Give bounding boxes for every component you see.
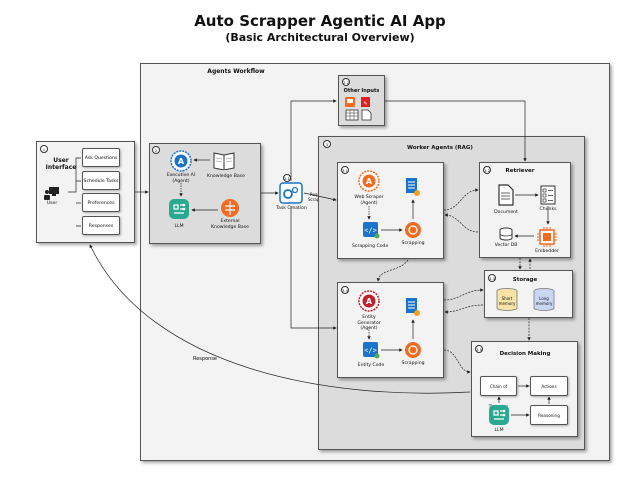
executive-ai-icon: A [170, 150, 192, 172]
other-inputs-label: Other Inputs [343, 88, 380, 94]
response-edge-label: Response [185, 356, 225, 362]
document-icon [498, 184, 514, 206]
storage-step-number: 3.3 [488, 274, 496, 282]
svg-text:A: A [366, 177, 373, 186]
retriever-label: Retriever [505, 168, 535, 174]
vector-db-label: Vector DB [494, 243, 518, 248]
long-memory-cylinder [533, 288, 555, 311]
short-memory-cylinder [496, 288, 518, 311]
task-creation-gear-icon [279, 182, 303, 204]
diagram-subtitle: (Basic Architectural Overview) [225, 31, 415, 44]
orchestrator-step-number: 2 [152, 146, 160, 154]
retriever-step-number: 3.2 [483, 166, 491, 174]
web-scraper-scrapping-icon [405, 222, 421, 238]
executive-ai-label: Executive AI (Agent) [166, 173, 196, 184]
task-creation-step-number: 2.1 [283, 174, 291, 182]
embedder-label: Embedder [535, 249, 559, 254]
long-memory-label: Long memory [535, 296, 553, 306]
worker-agents-label: Worker Agents (RAG) [407, 145, 473, 151]
other-inputs-step-number: 2.2 [342, 78, 350, 86]
computer-user-icon [44, 187, 59, 200]
svg-text:A: A [178, 157, 185, 166]
entity-generator-step-number: 3.4 [341, 286, 349, 294]
web-scraper-scrapping-label: Scrapping [401, 241, 425, 246]
scrapping-code-label: Scrapping Code [352, 244, 389, 249]
entity-generator-agent-icon: A [358, 290, 380, 312]
decision-llm-brain-icon [489, 405, 509, 425]
vector-db-icon [499, 227, 513, 241]
actions-box: Actions [530, 376, 568, 396]
retriever-panel [479, 162, 571, 258]
entity-code-label: Entity Code [357, 363, 385, 368]
chunks-label: Chunks [539, 207, 557, 212]
embedder-chip-icon [537, 227, 557, 247]
ask-questions-button[interactable]: Ask Questions [82, 148, 120, 167]
chain-of-thoughts-box: Chain of Thoughts [480, 376, 517, 409]
svg-text:</>: </> [364, 347, 377, 355]
agents-workflow-label: Agents Workflow [207, 68, 265, 75]
knowledge-base-book-icon [213, 152, 235, 170]
scrapping-code-icon: </> [363, 222, 380, 239]
short-memory-label: Short memory [498, 296, 516, 306]
user-interface-label: User Interface [45, 157, 77, 172]
responses-button[interactable]: Responses [82, 216, 120, 235]
other-inputs-file-icons: ✎ [345, 97, 372, 121]
preferences-button[interactable]: Preferences [82, 193, 120, 212]
user-label: User [46, 201, 58, 206]
entity-generator-scrapping-label: Scrapping [401, 361, 425, 366]
web-scraper-step-number: 3.1 [341, 166, 349, 174]
reasoning-box: Reasoning [530, 405, 568, 425]
external-knowledge-base-icon [221, 199, 239, 217]
user-interface-step-number: 1 [40, 145, 48, 153]
storage-label: Storage [512, 277, 538, 283]
svg-text:</>: </> [364, 227, 377, 235]
entity-generator-scrapping-icon [405, 342, 421, 358]
web-scraper-agent-icon: A [358, 170, 380, 192]
decision-making-step-number: 3.5 [475, 345, 483, 353]
svg-text:A: A [366, 297, 373, 306]
svg-text:✎: ✎ [363, 101, 367, 107]
knowledge-base-label: Knowledge Base [207, 174, 245, 179]
decision-llm-label: LLM [494, 428, 504, 433]
diagram-title: Auto Scrapper Agentic AI App [194, 12, 446, 30]
task-creation-label: Task Creation [276, 206, 307, 211]
external-knowledge-base-label: External Knowledge Base [211, 219, 249, 230]
document-label: Document [494, 210, 518, 215]
entity-generator-label: Entity Generator (Agent) [357, 315, 381, 331]
schedule-tasks-button[interactable]: Schedule Tasks [82, 171, 120, 190]
entity-generator-document-icon [406, 298, 420, 316]
decision-making-label: Decision Making [499, 351, 551, 357]
llm-brain-icon [169, 199, 189, 219]
entity-code-icon: </> [363, 342, 380, 359]
chunks-icon [540, 185, 556, 205]
web-scraper-label: Web Scraper (Agent) [354, 195, 384, 206]
web-scraper-document-icon [406, 178, 420, 196]
llm-label: LLM [174, 224, 184, 229]
worker-agents-step-number: 3 [323, 140, 331, 148]
